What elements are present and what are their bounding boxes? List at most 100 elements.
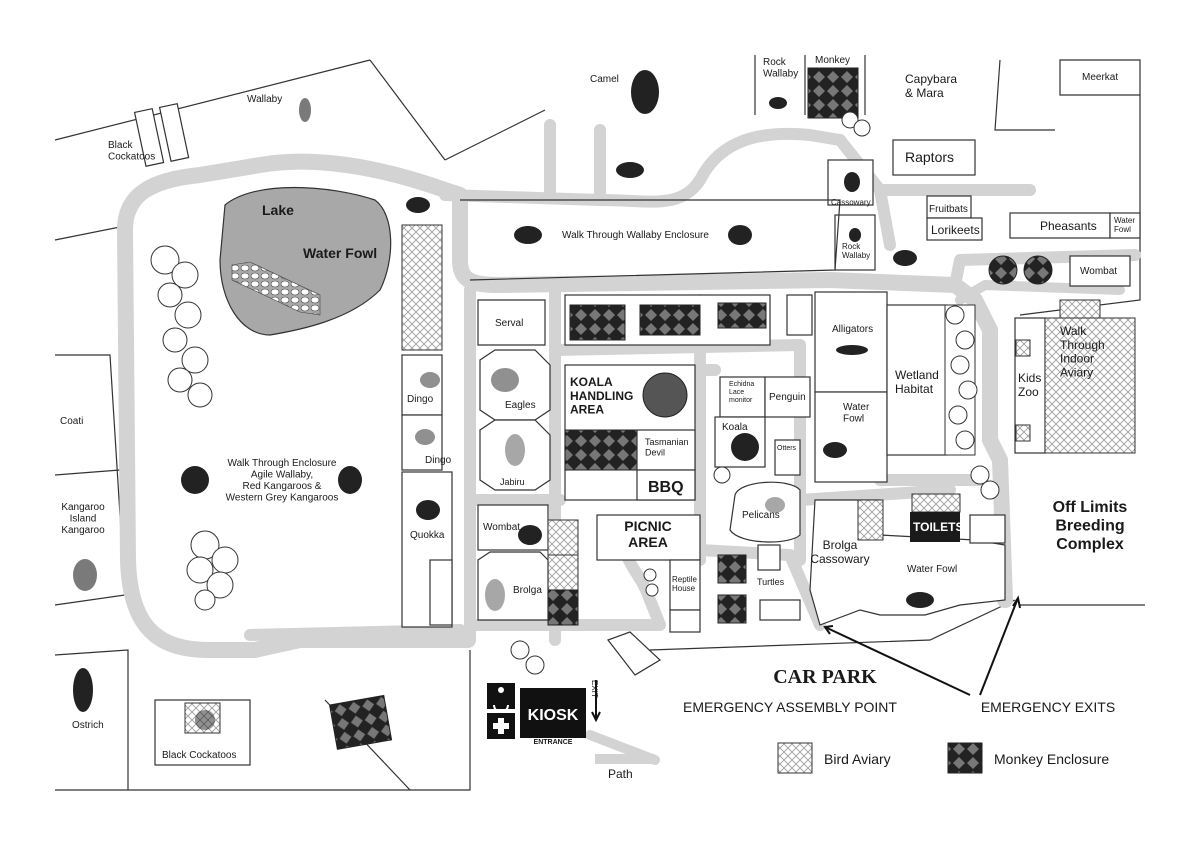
label-exit: EXIT [590,680,599,698]
wombat-icon [518,525,542,545]
legend-path-label: Path [608,767,633,781]
eagle-icon [491,368,519,392]
label-otters: Otters [777,445,797,452]
label-fruitbats: Fruitbats [929,204,968,215]
label-raptors: Raptors [905,149,954,165]
bird-icon [406,197,430,213]
label-wombat-left: Wombat [483,522,520,533]
legend-monkey-swatch [947,742,983,774]
koala-photo-icon [642,372,688,418]
label-camel: Camel [590,74,619,85]
tree-cluster-left [150,245,239,611]
kiosk-block [520,688,586,738]
label-black-cockatoos-bottom: Black Cockatoos [162,750,236,761]
enclosures-middle [401,224,1136,628]
bird-icon-2 [893,250,917,266]
label-turtles: Turtles [757,577,785,587]
rock-wallaby-icon-2 [849,228,861,242]
legend-aviary-label: Bird Aviary [824,751,891,767]
koala-icon [731,433,759,461]
label-quokka: Quokka [410,530,445,541]
label-emergency-exits: EMERGENCY EXITS [981,699,1115,715]
label-cassowary-small: Cassowary [831,198,871,207]
legend-monkey-label: Monkey Enclosure [994,751,1109,767]
label-lorikeets: Lorikeets [931,223,980,237]
exit-arrow-icon [591,680,601,723]
label-monkey: Monkey [815,55,850,66]
kangaroo-icon-5 [338,466,362,494]
label-eagles: Eagles [505,400,536,411]
legend-aviary-swatch [777,742,813,774]
cockatoo-icon [195,710,215,730]
label-pelicans: Pelicans [742,510,780,521]
label-jabiru: Jabiru [500,477,525,487]
label-wallaby: Wallaby [247,94,282,105]
trees [150,111,1000,675]
legend-path-swatch [595,754,655,764]
label-kiosk: KIOSK [528,707,579,724]
label-brolga-left: Brolga [513,585,542,596]
jabiru-icon [505,434,525,466]
label-walk-through-wallaby: Walk Through Wallaby Enclosure [562,230,709,241]
label-water-fowl-lake: Water Fowl [303,245,377,261]
kangaroo-icon-6 [73,559,97,591]
label-alligators: Alligators [832,324,873,335]
lake [219,186,392,336]
label-penguin: Penguin [769,392,806,403]
label-serval: Serval [495,318,523,329]
pelican-icon [765,497,785,513]
ostrich-icon [73,668,93,712]
label-coati: Coati [60,416,83,427]
kangaroo-icon-3 [728,225,752,245]
label-car-park: CAR PARK [773,666,877,688]
entrance-area [487,680,601,739]
wallaby-icon [299,98,311,122]
label-dingo-1: Dingo [407,394,434,405]
label-bbq: BBQ [648,479,684,496]
rock-wallaby-icon [769,97,787,109]
label-capybara: Capybara& Mara [905,72,957,100]
label-dingo-2: Dingo [425,455,452,466]
label-toilets: TOILETS [913,520,963,534]
label-pheasants: Pheasants [1040,219,1097,233]
kangaroo-icon-2 [514,226,542,244]
label-wombat-right: Wombat [1080,266,1117,277]
dingo-icon-2 [415,429,435,445]
water-fowl-icon [823,442,847,458]
dingo-icon [420,372,440,388]
camel-icon [631,70,659,114]
label-lake: Lake [262,202,294,218]
label-ostrich: Ostrich [72,720,104,731]
label-koala: Koala [722,422,748,433]
water-fowl-icon-2 [906,592,934,608]
label-water-fowl-right: Water Fowl [907,564,957,575]
animal-silhouettes [73,70,934,730]
legend [595,742,983,774]
label-meerkat: Meerkat [1082,72,1118,83]
kangaroo-icon-4 [181,466,209,494]
emergency-exit-arrows [823,595,1021,696]
label-entrance: ENTRANCE [534,739,573,746]
label-emergency-assembly: EMERGENCY ASSEMBLY POINT [683,699,897,715]
quokka-icon [416,500,440,520]
enclosures-top [133,67,1141,287]
alligator-icon [836,345,868,355]
